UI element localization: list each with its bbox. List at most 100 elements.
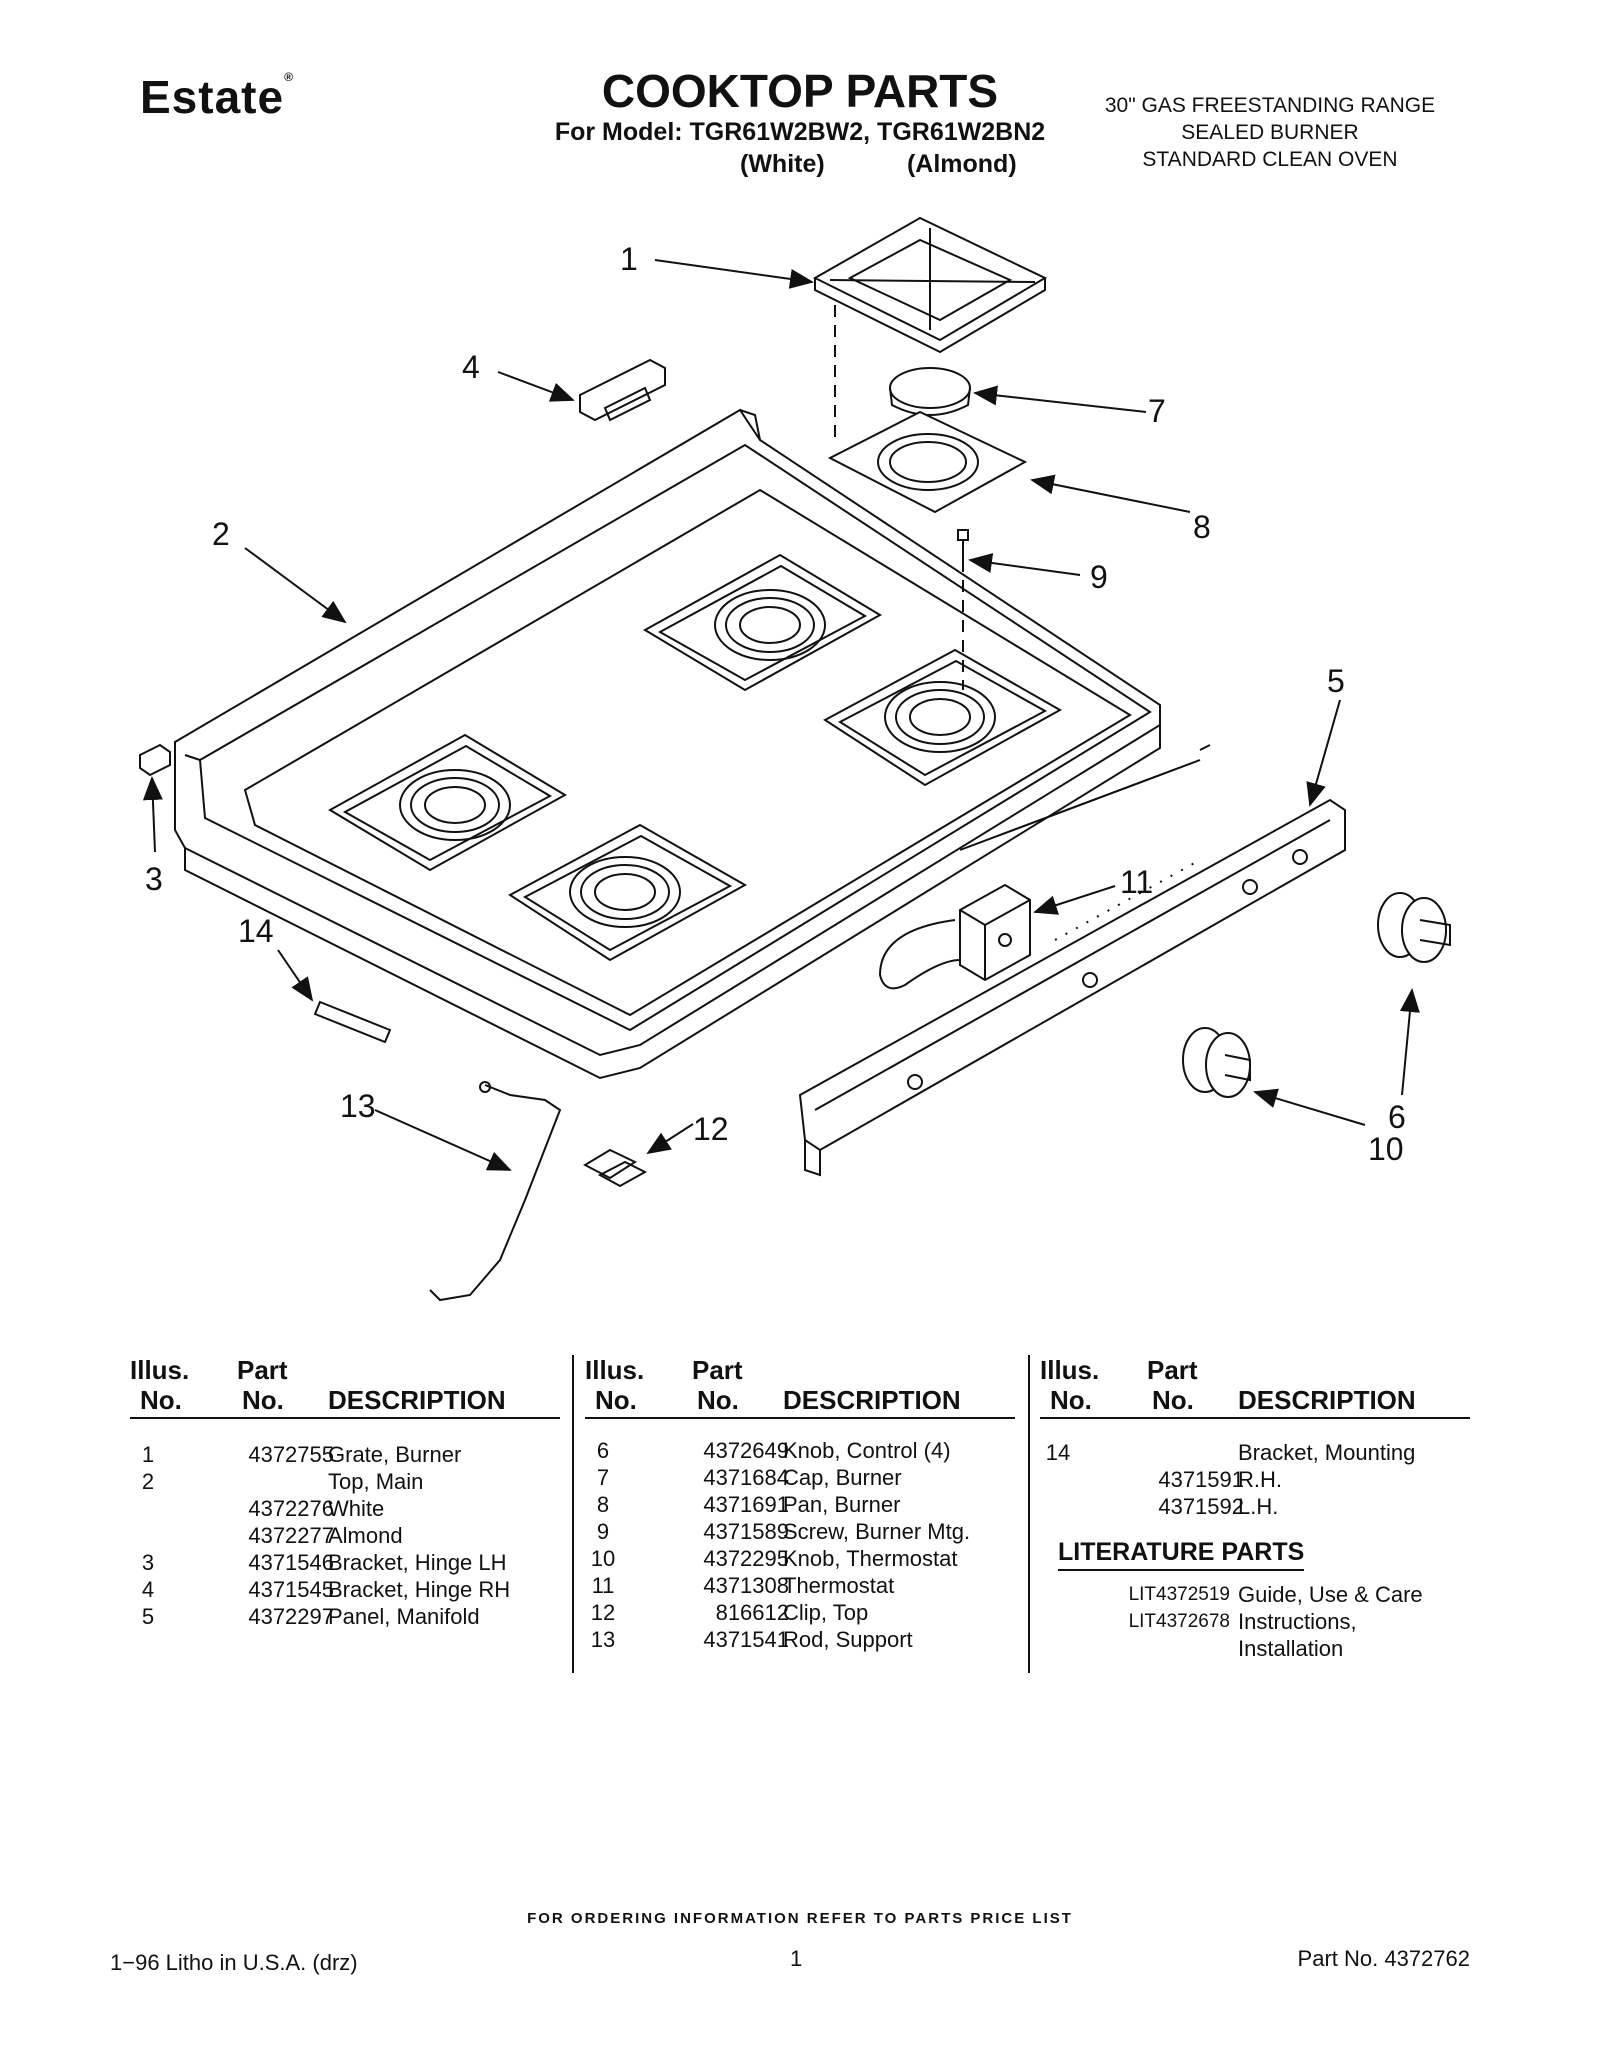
part-number: 4371691: [703, 1492, 789, 1517]
part-number: 4371592: [1158, 1494, 1244, 1519]
part-number: 4371546: [248, 1550, 334, 1575]
part-number: 816612: [715, 1600, 789, 1625]
mounting-bracket: [313, 1000, 392, 1044]
callout-11: 11: [1120, 864, 1153, 900]
illus-number: 2: [141, 1469, 155, 1494]
part-number: 4372277: [248, 1523, 334, 1548]
callout-5: 5: [1327, 663, 1345, 699]
range-description-line: 30" GAS FREESTANDING RANGE: [1104, 94, 1436, 117]
burner-cap: [889, 367, 971, 416]
range-description-line: SEALED BURNER: [1181, 121, 1359, 144]
parts-table-col-2: Illus. No. Part No. DESCRIPTION 6 4372649…: [585, 1355, 1015, 1653]
page-number: 1: [790, 1946, 803, 1971]
header-illus: Illus.: [585, 1355, 645, 1385]
part-description: Bracket, Hinge LH: [328, 1550, 507, 1575]
illus-number: 12: [590, 1600, 616, 1625]
part-number: LIT4372519: [1128, 1584, 1230, 1605]
table-header: Illus. No. Part No. DESCRIPTION: [130, 1355, 560, 1419]
callout-10: 10: [1368, 1131, 1404, 1167]
header-illus: Illus.: [1040, 1355, 1100, 1385]
part-description: Top, Main: [328, 1469, 424, 1494]
part-number: 4371541: [703, 1627, 789, 1652]
model-colors: (White) (Almond): [740, 150, 1017, 179]
part-description: Bracket, Mounting: [1238, 1440, 1416, 1465]
top-clip: [582, 1148, 648, 1188]
part-description: Installation: [1238, 1636, 1344, 1661]
part-number: 4372276: [248, 1496, 334, 1521]
part-description: Bracket, Hinge RH: [328, 1577, 511, 1602]
illus-number: 9: [596, 1519, 610, 1544]
ordering-note: FOR ORDERING INFORMATION REFER TO PARTS …: [527, 1910, 1073, 1927]
header-part: Part: [692, 1355, 743, 1385]
part-number: 4371308: [703, 1573, 789, 1598]
part-description: Thermostat: [783, 1573, 895, 1598]
header-illus: Illus.: [130, 1355, 190, 1385]
header-description: DESCRIPTION: [1238, 1385, 1416, 1415]
range-description: 30" GAS FREESTANDING RANGE SEALED BURNER…: [1070, 92, 1470, 173]
callout-9: 9: [1090, 559, 1108, 595]
table-row: 2 Top, Main: [130, 1468, 560, 1495]
part-number: 4372295: [703, 1546, 789, 1571]
part-description: Guide, Use & Care: [1238, 1582, 1423, 1607]
callout-4: 4: [462, 349, 480, 385]
callout-12: 12: [693, 1111, 729, 1147]
registered-mark: ®: [284, 70, 294, 84]
thermostat-knob: [1182, 1027, 1251, 1098]
callout-1: 1: [620, 241, 638, 277]
part-description: Cap, Burner: [783, 1465, 902, 1490]
part-description: R.H.: [1238, 1467, 1282, 1492]
header-part-no: No.: [242, 1385, 284, 1415]
part-description: Knob, Control (4): [783, 1438, 951, 1463]
part-description: Pan, Burner: [783, 1492, 901, 1517]
column-divider: [572, 1355, 574, 1673]
part-number: 4371591: [1158, 1467, 1244, 1492]
brand-name: Estate: [140, 71, 285, 123]
header-part: Part: [237, 1355, 288, 1385]
callout-14: 14: [238, 913, 274, 949]
literature-row: LIT4372519 Guide, Use & Care: [1040, 1581, 1470, 1608]
part-description: Instructions,: [1238, 1609, 1357, 1634]
illus-number: 6: [596, 1438, 610, 1463]
part-description: L.H.: [1238, 1494, 1279, 1519]
illus-number: 13: [590, 1627, 616, 1652]
support-rod: [429, 1081, 562, 1302]
part-number: 4371545: [248, 1577, 334, 1602]
callout-8: 8: [1193, 509, 1211, 545]
burner-screw: [957, 529, 969, 560]
illus-number: 7: [596, 1465, 610, 1490]
callout-2: 2: [212, 516, 230, 552]
illus-number: 4: [141, 1577, 155, 1602]
part-description: Grate, Burner: [328, 1442, 462, 1467]
header-description: DESCRIPTION: [783, 1385, 961, 1415]
part-number: 4372649: [703, 1438, 789, 1463]
color-almond: (Almond): [906, 150, 1017, 178]
table-header: Illus. No. Part No. DESCRIPTION: [585, 1355, 1015, 1419]
model-line: For Model: TGR61W2BW2, TGR61W2BN2: [554, 118, 1046, 146]
header-part: Part: [1147, 1355, 1198, 1385]
part-description: Clip, Top: [783, 1600, 869, 1625]
literature-title: LITERATURE PARTS: [1058, 1538, 1305, 1571]
part-number: 4372755: [248, 1442, 334, 1467]
table-header: Illus. No. Part No. DESCRIPTION: [1040, 1355, 1470, 1419]
hinge-bracket-rh: [579, 358, 666, 422]
burner-grate: [812, 216, 1048, 354]
header-illus-no: No.: [1050, 1385, 1092, 1415]
header-part-no: No.: [1152, 1385, 1194, 1415]
callout-7: 7: [1148, 393, 1166, 429]
